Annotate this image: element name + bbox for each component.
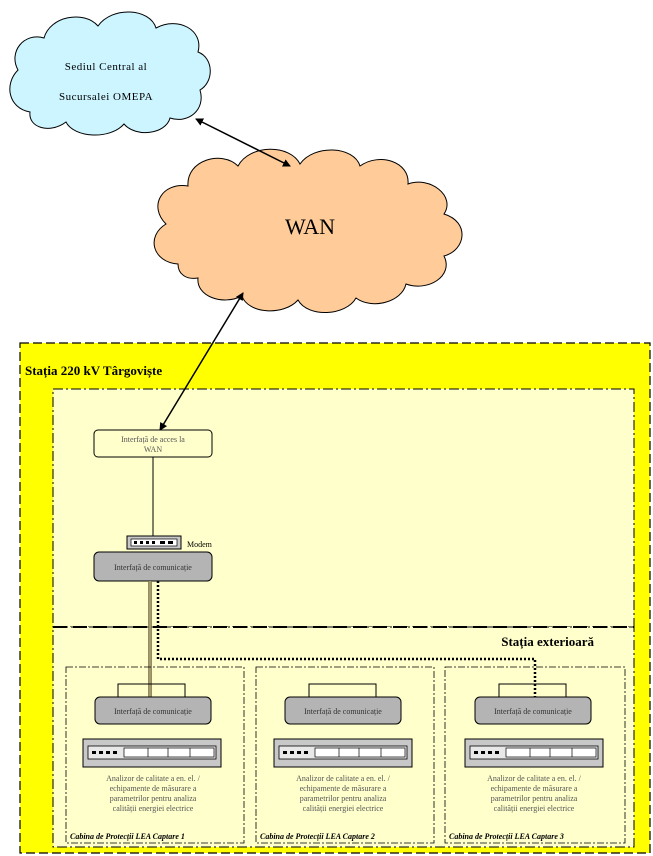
cabin-1-bracket — [117, 683, 186, 697]
cabin-1-comm-interface-label: Interfață de comunicație — [114, 707, 192, 716]
cabin-1-label: Cabina de Protecții LEA Captare 1 — [70, 832, 185, 841]
cabin-3: Interfață de comunicație Analizor de cal… — [444, 666, 626, 844]
cabin-1-analyzer-line1: Analizor de calitate a en. el. / — [106, 774, 201, 783]
wan-cloud: WAN — [153, 148, 463, 313]
cabin-2-bracket — [308, 683, 377, 697]
cabin-1-comm-interface-box — [94, 696, 212, 725]
dotted-link-to-cabin-3 — [156, 581, 537, 697]
cabin-2-analyzer-line4: calității energiei electrice — [303, 804, 384, 813]
cabin-1-analyzer-buttons — [92, 747, 215, 758]
cabin-2-frame — [255, 666, 435, 844]
hq-cloud-line2: Sucursalei OMEPA — [59, 91, 153, 103]
cabin-3-analyzer-line2: echipamente de măsurare a — [491, 784, 578, 793]
modem-leds — [134, 541, 173, 544]
cabin-2: Interfață de comunicație Analizor de cal… — [255, 666, 435, 844]
cabin-1-analyzer-line2: echipamente de măsurare a — [110, 784, 197, 793]
cabin-1-analyzer-line3: parametrilor pentru analiza — [110, 794, 197, 803]
cabin-2-analyzer-buttons — [283, 747, 406, 758]
building-comm-interface: Interfață de comunicație — [93, 551, 213, 582]
cabin-2-analyzer-line1: Analizor de calitate a en. el. / — [296, 774, 391, 783]
cabin-3-analyzer-line3: parametrilor pentru analiza — [491, 794, 578, 803]
cabin-1-analyzer-line4: calității energiei electrice — [113, 804, 194, 813]
wan-station-link-arrow — [159, 292, 244, 431]
hq-cloud-shape — [9, 11, 211, 136]
cabin-2-analyzer-line2: echipamente de măsurare a — [300, 784, 387, 793]
wan-access-interface-line1: Interfață de acces la — [121, 435, 185, 444]
building-comm-interface-label: Interfață de comunicație — [114, 563, 192, 572]
cabin-2-comm-interface-box — [284, 696, 402, 725]
cabin-3-bracket — [498, 683, 567, 697]
modem-label: Modem — [187, 540, 213, 549]
cabin-3-analyzer-line4: calității energiei electrice — [494, 804, 575, 813]
exterior-station-area — [52, 626, 635, 848]
building-comm-interface-box — [93, 551, 213, 582]
cabin-3-analyzer-line1: Analizor de calitate a en. el. / — [487, 774, 582, 783]
cabin-3-label: Cabina de Protecții LEA Captare 3 — [449, 832, 564, 841]
cabin-2-comm-interface-label: Interfață de comunicație — [304, 707, 382, 716]
wan-access-interface-line2: WAN — [144, 445, 162, 454]
hq-wan-link-arrow — [195, 118, 291, 167]
cabin-2-analyzer-line3: parametrilor pentru analiza — [300, 794, 387, 803]
control-building-area — [52, 388, 635, 628]
exterior-label: Stația exterioară — [501, 634, 594, 650]
wan-access-interface: Interfață de acces la WAN — [93, 429, 213, 458]
hq-cloud-line1: Sediul Central al — [65, 61, 147, 73]
wan-cloud-shape — [153, 148, 463, 313]
cabin-1-frame — [65, 666, 245, 844]
cabin-3-analyzer-buttons — [474, 747, 597, 758]
cable-to-cabin-1-edge — [148, 581, 152, 697]
cabin-2-label: Cabina de Protecții LEA Captare 2 — [260, 832, 375, 841]
cabin-3-comm-interface-box — [474, 696, 592, 725]
station-title: Stația 220 kV Târgoviște — [25, 363, 162, 379]
wan-cloud-label: WAN — [285, 214, 335, 239]
cabin-3-frame — [444, 666, 626, 844]
hq-cloud: Sediul Central al Sucursalei OMEPA — [9, 11, 211, 136]
cabin-1: Interfață de comunicație Analizor de cal… — [65, 666, 245, 844]
modem: Modem — [126, 535, 213, 550]
cabin-3-comm-interface-label: Interfață de comunicație — [494, 707, 572, 716]
